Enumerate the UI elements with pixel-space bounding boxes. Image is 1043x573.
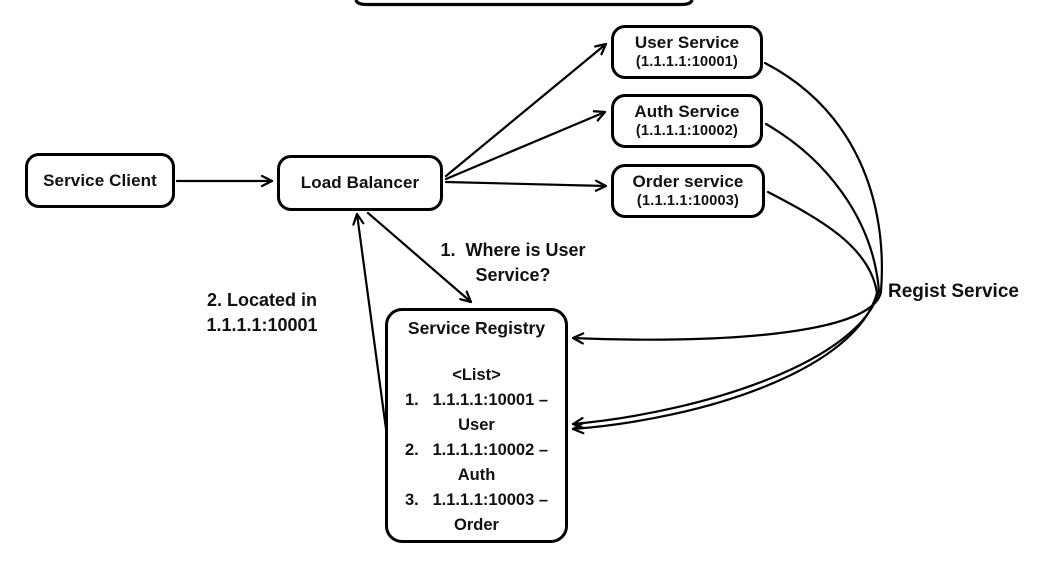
- auth-service-label: Auth Service: [634, 101, 740, 121]
- arrow-lb-to-registry-query: [366, 211, 473, 304]
- order-service-node: Order service (1.1.1.1:10003): [611, 164, 765, 218]
- load-balancer-label: Load Balancer: [300, 173, 420, 193]
- user-service-label: User Service: [634, 32, 740, 52]
- arrow-lb-to-user-service: [444, 42, 608, 178]
- title-box-bottom-edge: [354, 0, 694, 7]
- query-annotation: 1. Where is User Service?: [418, 238, 608, 288]
- arrow-user-service-regist: [571, 61, 883, 345]
- response-annotation-line2: 1.1.1.1:10001: [206, 315, 318, 335]
- response-annotation-line1: 2. Located in: [206, 290, 318, 310]
- query-annotation-line2: Service?: [475, 265, 551, 285]
- registry-item-1-name: User: [458, 416, 495, 434]
- arrow-registry-to-lb-response: [352, 212, 388, 431]
- order-service-label: Order service: [632, 171, 744, 191]
- service-registry-title: Service Registry: [407, 318, 546, 338]
- user-service-node: User Service (1.1.1.1:10001): [611, 25, 763, 79]
- registry-list-header: <List>: [452, 366, 501, 384]
- arrow-order-service-regist: [571, 190, 879, 435]
- registry-item-1-address: 1. 1.1.1.1:10001 –: [404, 391, 549, 409]
- arrow-lb-to-auth-service: [444, 110, 607, 181]
- service-client-label: Service Client: [43, 170, 157, 190]
- user-service-address: (1.1.1.1:10001): [635, 54, 739, 71]
- service-registry-list: <List> 1. 1.1.1.1:10001 – User 2. 1.1.1.…: [405, 363, 548, 538]
- service-registry-node: Service Registry <List> 1. 1.1.1.1:10001…: [385, 308, 568, 543]
- arrow-lb-to-order-service: [444, 179, 608, 192]
- registry-item-2-name: Auth: [457, 466, 496, 484]
- regist-service-label: Regist Service: [888, 281, 1019, 302]
- registry-item-2-address: 2. 1.1.1.1:10002 –: [404, 441, 549, 459]
- response-annotation: 2. Located in 1.1.1.1:10001: [182, 288, 342, 338]
- load-balancer-node: Load Balancer: [277, 155, 443, 211]
- registry-item-3-address: 3. 1.1.1.1:10003 –: [404, 491, 549, 509]
- auth-service-address: (1.1.1.1:10002): [635, 123, 739, 140]
- auth-service-node: Auth Service (1.1.1.1:10002): [611, 94, 763, 148]
- query-annotation-line1: 1. Where is User: [440, 240, 586, 260]
- registry-item-3-name: Order: [454, 516, 499, 534]
- order-service-address: (1.1.1.1:10003): [636, 193, 740, 210]
- service-client-node: Service Client: [25, 153, 175, 208]
